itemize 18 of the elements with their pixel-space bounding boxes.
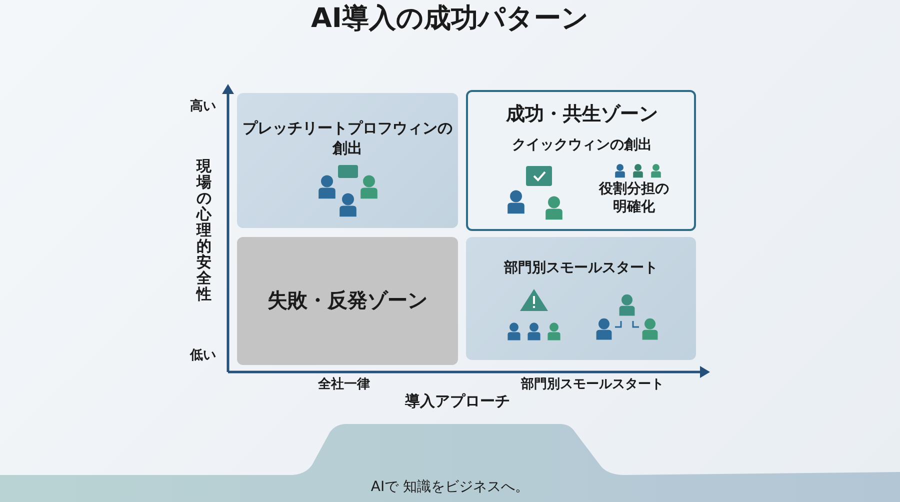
- zone-title: 部門別スモールスタート: [502, 259, 659, 278]
- axis-title: 現場の心理的安全性: [196, 158, 212, 302]
- tagline: AIで 知識をビジネスへ。: [370, 478, 530, 496]
- quadrant-box: [237, 93, 458, 228]
- zone-description: プレッチリートプロフウィンの創出: [242, 119, 454, 158]
- zone-title: 成功・共生ゾーン: [504, 102, 659, 127]
- axis-label: 部門別スモールスタート: [521, 376, 664, 393]
- axis-label: 高い: [190, 98, 216, 115]
- zone-description: 役割分担の明確化: [598, 180, 670, 216]
- highlighted-quadrant: [466, 90, 696, 231]
- zone-title: 失敗・反発ゾーン: [266, 287, 428, 313]
- zone-description: クイックウィンの創出: [511, 136, 653, 154]
- axis-title: 導入アプローチ: [405, 392, 510, 411]
- quadrant-box: [237, 237, 458, 365]
- axis-label: 低い: [190, 347, 216, 364]
- quadrant-box: [466, 237, 696, 360]
- axis-label: 全社一律: [318, 376, 370, 393]
- title: AI導入の成功パターン: [310, 2, 590, 36]
